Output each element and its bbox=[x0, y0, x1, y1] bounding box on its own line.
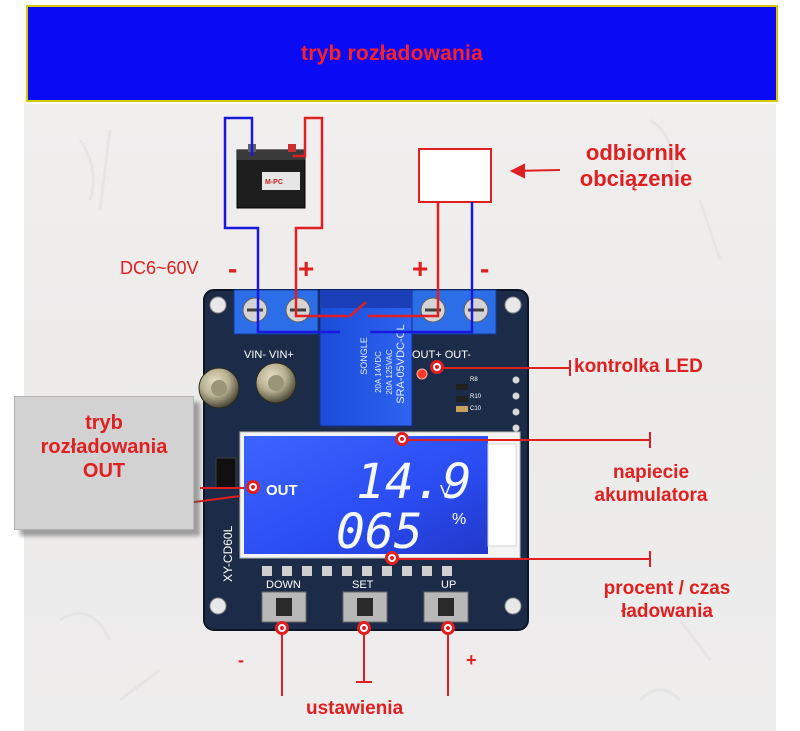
status-led bbox=[416, 368, 428, 380]
lcd-percent: 065 bbox=[336, 504, 423, 560]
up-button bbox=[423, 591, 469, 623]
discharge-mode-box: tryb rozładowania OUT bbox=[14, 396, 194, 530]
callout-dot-led bbox=[430, 360, 444, 374]
discharge-mode-label: tryb rozładowania OUT bbox=[40, 412, 168, 482]
load-box bbox=[418, 148, 492, 203]
vin-silkscreen: VIN- VIN+ bbox=[244, 349, 294, 361]
btn-set-label: SET bbox=[352, 579, 374, 591]
out-minus-sign: - bbox=[480, 253, 490, 284]
down-button bbox=[261, 591, 307, 623]
relay-brand: SONGLE bbox=[359, 337, 369, 375]
callout-dot-up bbox=[441, 621, 455, 635]
input-range-label: DC6~60V bbox=[120, 258, 199, 278]
relay: SONGLE 20A 14VDC 20A 125VAC SRA-05VDC-CL bbox=[319, 289, 413, 427]
led-label: kontrolka LED bbox=[574, 356, 703, 377]
callout-dot-set bbox=[357, 621, 371, 635]
c10-silk: C10 bbox=[470, 406, 482, 412]
battery: M-PC bbox=[236, 144, 306, 209]
lcd-voltage: 14.9 bbox=[356, 454, 472, 510]
callout-dot-down bbox=[275, 621, 289, 635]
out-plus-sign: + bbox=[412, 253, 429, 284]
callout-dot-voltage bbox=[395, 432, 409, 446]
set-button bbox=[342, 591, 388, 623]
capacitors bbox=[198, 362, 297, 409]
r8-silk: R8 bbox=[470, 377, 478, 383]
percent-label: procent / czas ładowania bbox=[603, 578, 731, 622]
title-banner: tryb rozładowania bbox=[26, 5, 778, 102]
btn-down-label: DOWN bbox=[266, 579, 301, 591]
model-label: XY-CD60L bbox=[221, 525, 235, 582]
lcd-out-label: OUT bbox=[266, 482, 298, 499]
out-silkscreen: OUT+ OUT- bbox=[412, 349, 471, 361]
output-terminal-block bbox=[411, 289, 497, 335]
vin-plus-sign: + bbox=[298, 253, 315, 284]
r10-silk: R10 bbox=[470, 394, 482, 400]
relay-model: SRA-05VDC-CL bbox=[395, 324, 407, 403]
callout-dot-percent bbox=[385, 551, 399, 565]
input-terminal-block bbox=[233, 289, 319, 335]
settings-label: ustawienia bbox=[306, 698, 404, 719]
vin-minus-sign: - bbox=[228, 253, 238, 284]
voltage-label: napiecie akumulatora bbox=[594, 462, 708, 506]
up-sign: + bbox=[466, 650, 477, 670]
lcd-percent-unit: % bbox=[452, 511, 466, 528]
btn-up-label: UP bbox=[441, 579, 456, 591]
lcd-display: OUT 14.9 V 065 % bbox=[239, 431, 521, 560]
callout-dot-out bbox=[246, 480, 260, 494]
battery-brand: M-PC bbox=[265, 179, 283, 186]
down-sign: - bbox=[238, 650, 244, 670]
load-label: odbiornik obciązenie bbox=[579, 140, 693, 192]
relay-spec-2: 20A 125VAC bbox=[385, 349, 394, 394]
lcd-voltage-unit: V bbox=[440, 483, 451, 500]
wires bbox=[223, 116, 474, 334]
page-title: tryb rozładowania bbox=[301, 41, 483, 65]
relay-spec-1: 20A 14VDC bbox=[374, 351, 383, 393]
